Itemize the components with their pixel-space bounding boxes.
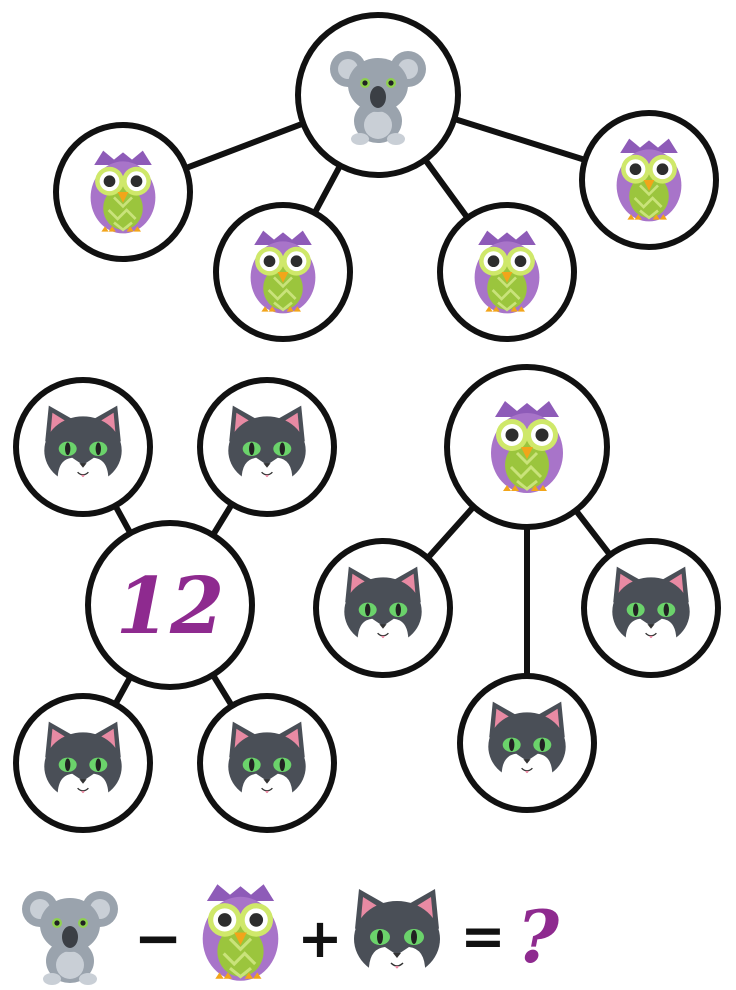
cat-icon xyxy=(228,722,305,803)
owl-icon xyxy=(91,151,156,234)
cat-icon xyxy=(44,406,121,487)
node-cat xyxy=(316,541,450,675)
owl-icon xyxy=(617,139,682,222)
cat-icon xyxy=(228,406,305,487)
number-cluster: 12 xyxy=(16,380,334,830)
owl-icon xyxy=(491,401,563,493)
node-cat xyxy=(16,380,150,514)
cat-icon xyxy=(344,567,421,648)
equation-row: − + = ? xyxy=(22,884,560,985)
question-mark: ? xyxy=(517,894,560,979)
node-koala-hub xyxy=(298,15,458,175)
owl-icon xyxy=(251,231,316,314)
owl-icon xyxy=(475,231,540,314)
cat-icon xyxy=(44,722,121,803)
plus-operator: + xyxy=(297,907,342,970)
minus-operator: − xyxy=(134,904,183,972)
node-cat xyxy=(584,541,718,675)
koala-icon xyxy=(22,891,118,985)
owl-icon xyxy=(203,884,279,981)
equals-operator: = xyxy=(460,905,505,968)
node-owl xyxy=(582,113,716,247)
node-owl xyxy=(440,205,574,339)
center-number: 12 xyxy=(116,561,225,652)
node-cat xyxy=(200,380,334,514)
cat-icon xyxy=(354,889,440,979)
node-owl xyxy=(216,205,350,339)
node-owl-hub xyxy=(447,367,607,527)
node-number-hub: 12 xyxy=(88,523,252,687)
cat-icon xyxy=(612,567,689,648)
node-owl xyxy=(56,125,190,259)
node-cat xyxy=(460,676,594,810)
node-cat xyxy=(16,696,150,830)
node-cat xyxy=(200,696,334,830)
cat-icon xyxy=(488,702,565,783)
owl-cluster xyxy=(316,367,718,810)
koala-cluster xyxy=(56,15,716,339)
